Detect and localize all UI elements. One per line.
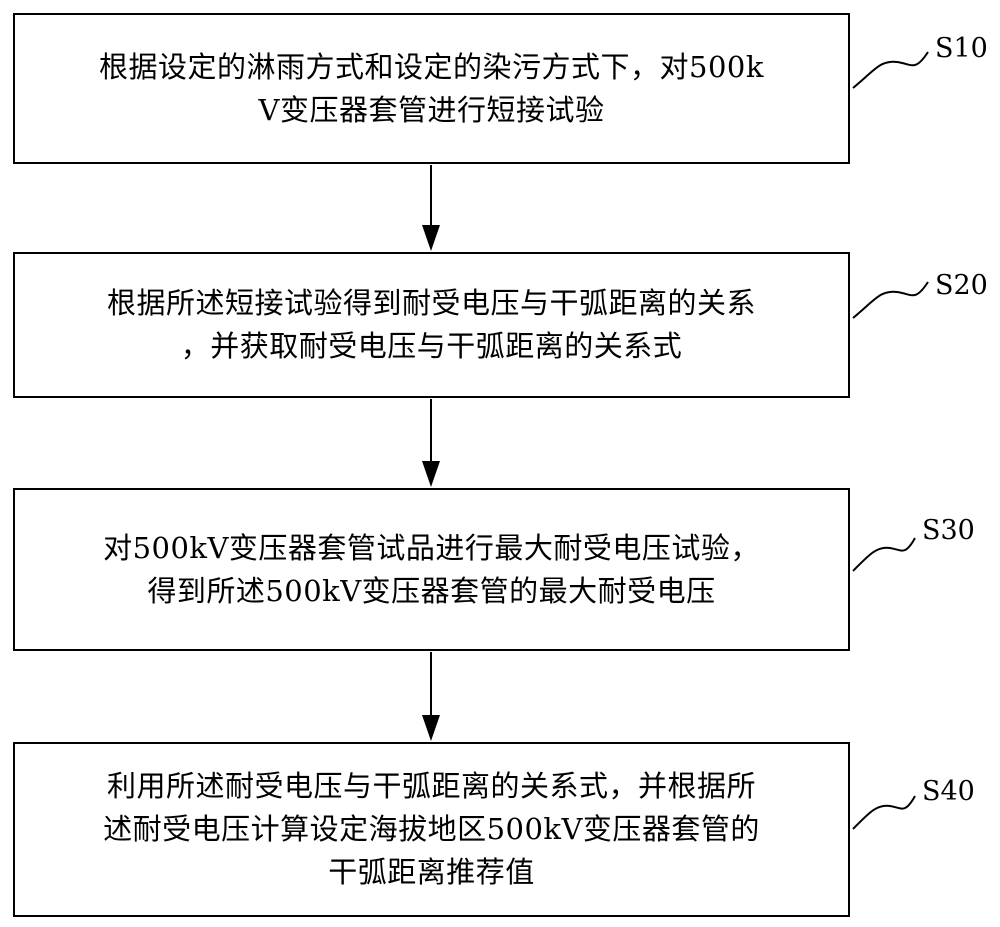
- step-text-line: 根据设定的淋雨方式和设定的染污方式下，对500k: [99, 49, 764, 84]
- leader-line-s40: [852, 795, 916, 830]
- leader-line-s10: [852, 51, 929, 89]
- step-text-line: ，并获取耐受电压与干弧距离的关系式: [180, 329, 683, 363]
- flow-arrow-s30-s40: [422, 652, 440, 741]
- step-text-s40: 利用所述耐受电压与干弧距离的关系式，并根据所 述耐受电压计算设定海拔地区500k…: [93, 765, 770, 894]
- step-box-s40: 利用所述耐受电压与干弧距离的关系式，并根据所 述耐受电压计算设定海拔地区500k…: [13, 742, 850, 917]
- step-text-line: 得到所述500kV变压器套管的最大耐受电压: [147, 573, 716, 608]
- step-text-s20: 根据所述短接试验得到耐受电压与干弧距离的关系 ，并获取耐受电压与干弧距离的关系式: [97, 282, 766, 368]
- step-label-s10: S10: [935, 33, 988, 64]
- step-text-s10: 根据设定的淋雨方式和设定的染污方式下，对500k V变压器套管进行短接试验: [89, 46, 774, 132]
- step-box-s30: 对500kV变压器套管试品进行最大耐受电压试验， 得到所述500kV变压器套管的…: [13, 488, 850, 651]
- step-label-s40: S40: [922, 776, 975, 807]
- step-text-line: V变压器套管进行短接试验: [258, 92, 605, 127]
- step-text-line: 对500kV变压器套管试品进行最大耐受电压试验，: [103, 530, 760, 565]
- step-box-s20: 根据所述短接试验得到耐受电压与干弧距离的关系 ，并获取耐受电压与干弧距离的关系式: [13, 252, 850, 398]
- step-box-s10: 根据设定的淋雨方式和设定的染污方式下，对500k V变压器套管进行短接试验: [13, 13, 850, 164]
- leader-line-s30: [852, 537, 916, 572]
- flow-arrow-s20-s30: [422, 399, 440, 487]
- step-text-line: 根据所述短接试验得到耐受电压与干弧距离的关系: [106, 286, 756, 320]
- step-label-s30: S30: [922, 515, 975, 546]
- step-text-s30: 对500kV变压器套管试品进行最大耐受电压试验， 得到所述500kV变压器套管的…: [93, 527, 770, 613]
- step-text-line: 利用所述耐受电压与干弧距离的关系式，并根据所: [106, 769, 756, 803]
- flow-arrow-s10-s20: [422, 165, 440, 251]
- step-label-s20: S20: [935, 270, 988, 301]
- step-text-line: 干弧距离推荐值: [328, 855, 535, 889]
- step-text-line: 述耐受电压计算设定海拔地区500kV变压器套管的: [103, 812, 760, 846]
- leader-line-s20: [852, 281, 929, 319]
